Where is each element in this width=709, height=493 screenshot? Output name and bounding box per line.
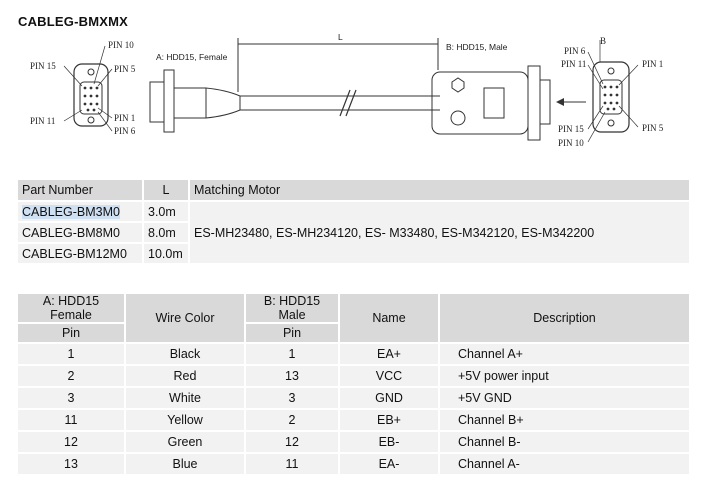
left-pin1-label: PIN 1 — [114, 113, 135, 123]
length-cell: 3.0m — [144, 202, 188, 221]
header-wire-color: Wire Color — [126, 294, 244, 342]
a-pin-cell: 12 — [18, 432, 124, 452]
right-pin6-label: PIN 6 — [564, 46, 586, 56]
left-pin11-label: PIN 11 — [30, 116, 55, 126]
left-pin6-label: PIN 6 — [114, 126, 136, 136]
part-number-cell: CABLEG-BM12M0 — [18, 244, 142, 263]
selected-part-number[interactable]: CABLEG-BM3M0 — [22, 204, 120, 219]
signal-name-cell: EA+ — [340, 344, 438, 364]
header-matching-motor: Matching Motor — [190, 180, 689, 200]
part-number-cell: CABLEG-BM8M0 — [18, 223, 142, 242]
b-pin-cell: 1 — [246, 344, 338, 364]
table-row: 3 White 3 GND +5V GND — [18, 388, 689, 408]
description-cell: Channel A- — [440, 454, 689, 474]
table-row: CABLEG-BM3M0 3.0m ES-MH23480, ES-MH23412… — [18, 202, 689, 263]
length-cell: 8.0m — [144, 223, 188, 242]
left-pin10-label: PIN 10 — [108, 40, 134, 50]
table-row: 2 Red 13 VCC +5V power input — [18, 366, 689, 386]
signal-name-cell: EB- — [340, 432, 438, 452]
wire-color-cell: Yellow — [126, 410, 244, 430]
description-cell: Channel B+ — [440, 410, 689, 430]
length-label: L — [338, 32, 343, 42]
left-pin15-label: PIN 15 — [30, 61, 56, 71]
right-pin11-label: PIN 11 — [561, 59, 586, 69]
header-part-number: Part Number — [18, 180, 142, 200]
connector-b-label: B: HDD15, Male — [446, 42, 508, 52]
wire-color-cell: White — [126, 388, 244, 408]
connector-a-label: A: HDD15, Female — [156, 52, 228, 62]
table-row: 12 Green 12 EB- Channel B- — [18, 432, 689, 452]
right-pin10-label: PIN 10 — [558, 138, 584, 148]
signal-name-cell: EA- — [340, 454, 438, 474]
table-row: CABLEG-BM12M0 10.0m — [18, 244, 689, 263]
wire-color-cell: Green — [126, 432, 244, 452]
description-cell: +5V GND — [440, 388, 689, 408]
header-a-pin: Pin — [18, 324, 124, 342]
document-title: CABLEG-BMXMX — [18, 14, 129, 29]
wiring-table: A: HDD15 Female Wire Color B: HDD15 Male… — [16, 292, 691, 476]
a-pin-cell: 2 — [18, 366, 124, 386]
left-pin5-label: PIN 5 — [114, 64, 136, 74]
part-number-cell: CABLEG-BM3M0 — [18, 202, 142, 221]
description-cell: +5V power input — [440, 366, 689, 386]
b-pin-cell: 11 — [246, 454, 338, 474]
signal-name-cell: EB+ — [340, 410, 438, 430]
length-cell: 10.0m — [144, 244, 188, 263]
b-pin-cell: 12 — [246, 432, 338, 452]
description-cell: Channel A+ — [440, 344, 689, 364]
header-description: Description — [440, 294, 689, 342]
signal-name-cell: GND — [340, 388, 438, 408]
header-b-male: B: HDD15 Male — [246, 294, 338, 322]
wire-color-cell: Black — [126, 344, 244, 364]
a-pin-cell: 11 — [18, 410, 124, 430]
wire-color-cell: Blue — [126, 454, 244, 474]
female-connector-face — [63, 45, 113, 132]
header-length: L — [144, 180, 188, 200]
table-row: CABLEG-BM8M0 8.0m — [18, 223, 689, 242]
view-direction-arrow — [556, 98, 586, 106]
b-pin-cell: 2 — [246, 410, 338, 430]
a-pin-cell: 3 — [18, 388, 124, 408]
right-pin15-label: PIN 15 — [558, 124, 584, 134]
cable-side-view — [149, 38, 551, 141]
male-connector-face — [587, 40, 639, 143]
header-b-pin: Pin — [246, 324, 338, 342]
a-pin-cell: 13 — [18, 454, 124, 474]
right-b-label: B — [600, 36, 606, 46]
part-number-table: Part Number L Matching Motor CABLEG-BM3M… — [16, 178, 691, 265]
header-a-female: A: HDD15 Female — [18, 294, 124, 322]
matching-motor-cell: ES-MH23480, ES-MH234120, ES- M33480, ES-… — [190, 202, 689, 263]
table-row: 11 Yellow 2 EB+ Channel B+ — [18, 410, 689, 430]
header-name: Name — [340, 294, 438, 342]
b-pin-cell: 3 — [246, 388, 338, 408]
right-pin5-label: PIN 5 — [642, 123, 664, 133]
signal-name-cell: VCC — [340, 366, 438, 386]
b-pin-cell: 13 — [246, 366, 338, 386]
a-pin-cell: 1 — [18, 344, 124, 364]
wire-color-cell: Red — [126, 366, 244, 386]
right-pin1-label: PIN 1 — [642, 59, 663, 69]
table-row: 1 Black 1 EA+ Channel A+ — [18, 344, 689, 364]
cable-diagram: PIN 10 PIN 15 PIN 5 PIN 11 PIN 1 PIN 6 L… — [30, 32, 664, 148]
table-row: 13 Blue 11 EA- Channel A- — [18, 454, 689, 474]
description-cell: Channel B- — [440, 432, 689, 452]
